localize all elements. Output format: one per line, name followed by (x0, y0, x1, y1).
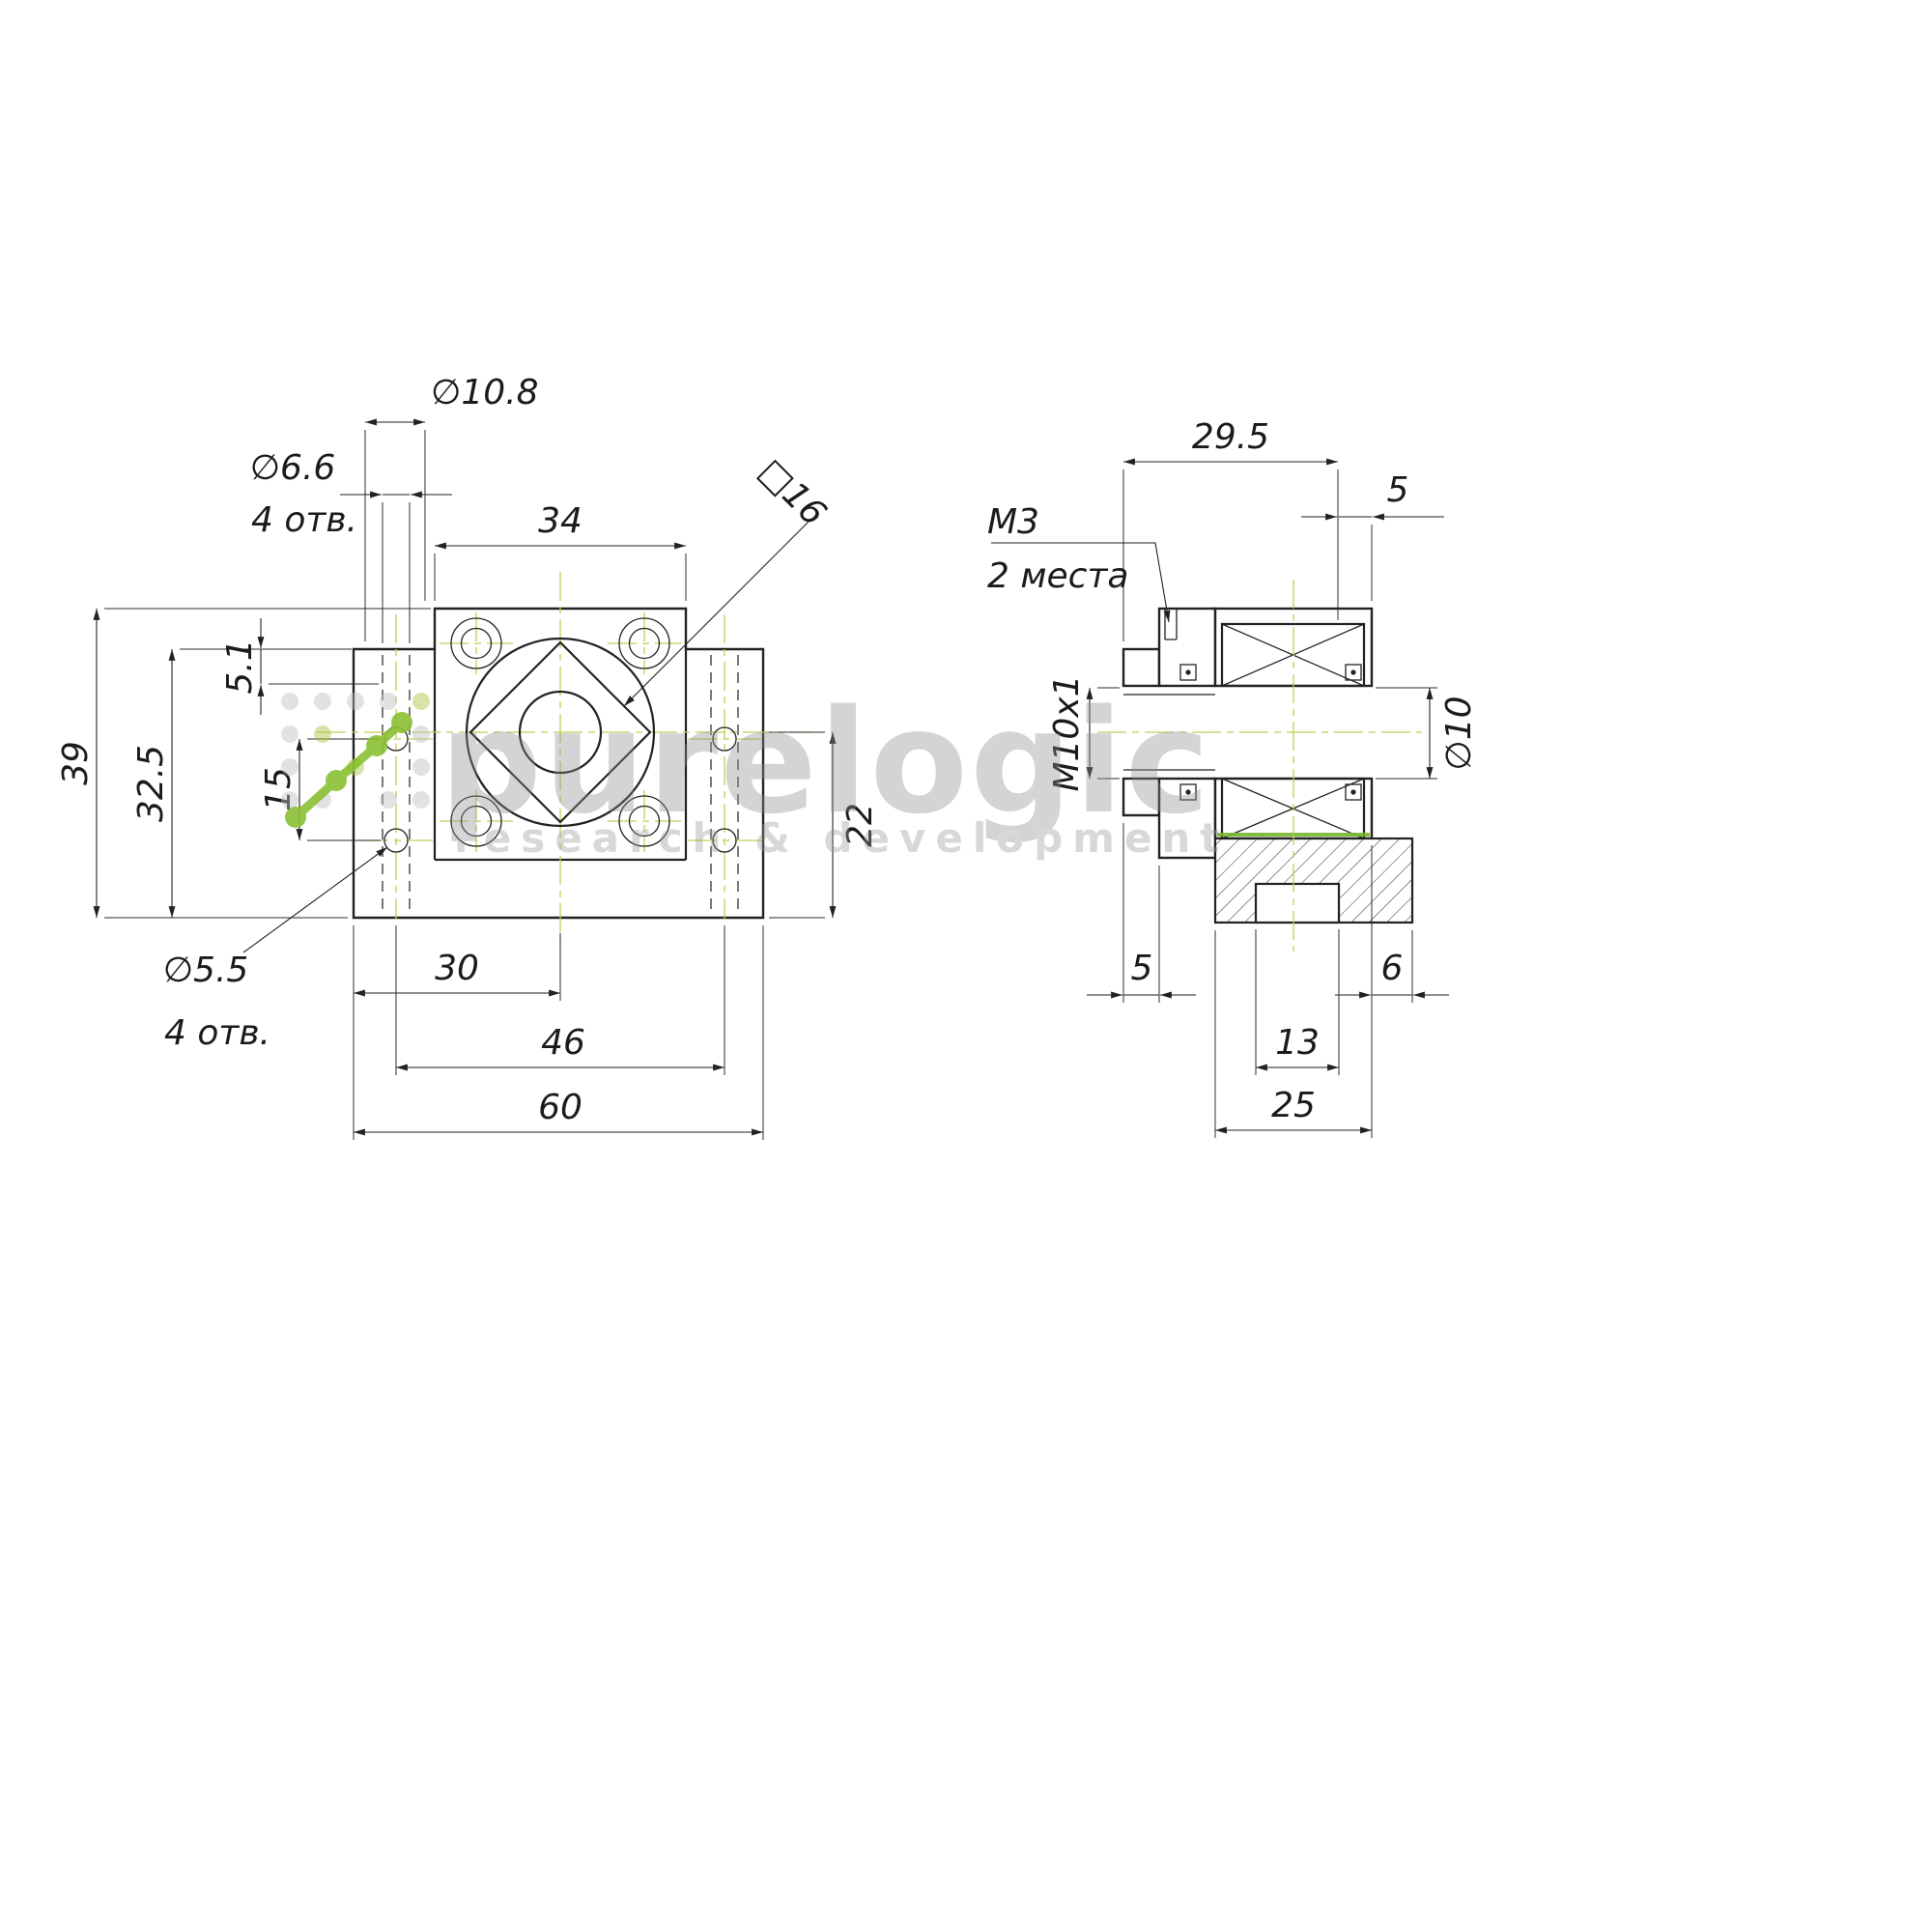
dim-label-m3-note: 2 места (987, 556, 1128, 596)
counterbore-circle (618, 795, 670, 847)
hole-circle (460, 805, 493, 838)
dim-label-32-5: 32.5 (131, 745, 171, 822)
dim-label-5-top: 5 (1387, 470, 1409, 510)
dim-label-60: 60 (538, 1088, 582, 1127)
side-view (1097, 580, 1422, 952)
ring-dot (1350, 669, 1356, 675)
front-view (317, 572, 813, 954)
hole-circle (628, 805, 661, 838)
dim-label-6-6: ∅6.6 (250, 448, 336, 488)
dim-label-13: 13 (1275, 1023, 1320, 1063)
dim-label-30: 30 (435, 949, 479, 988)
dim-label-6-6-note: 4 отв. (251, 500, 357, 540)
leader-m3 (991, 542, 1171, 623)
bearing-bore-circle (465, 637, 656, 828)
dim-label-29-5: 29.5 (1192, 417, 1269, 457)
counterbore-circle (450, 795, 502, 847)
hole-circle (628, 627, 661, 660)
hole-circle (384, 828, 409, 853)
dim-label-34: 34 (538, 501, 582, 541)
dim-label-m3: М3 (987, 502, 1039, 542)
base-slot (1254, 882, 1341, 924)
dim-label-5-5-note: 4 отв. (164, 1013, 270, 1053)
extension-lines (104, 430, 825, 1140)
shaft-hole-circle (518, 690, 603, 775)
dim-label-22: 22 (840, 803, 880, 847)
counterbore-circle (618, 617, 670, 669)
front-centerlines (317, 572, 813, 954)
front-hidden-lines (382, 655, 739, 914)
retaining-rings (1179, 664, 1362, 801)
ring-section (1179, 783, 1197, 801)
extension-lines (1097, 469, 1437, 1138)
side-centerlines (1097, 580, 1422, 952)
flange-corner-holes (450, 617, 670, 847)
dim-label-6: 6 (1381, 949, 1404, 988)
thread-lines (1123, 694, 1215, 771)
hole-circle (712, 828, 737, 853)
ring-section (1345, 783, 1362, 801)
leader-square-16 (623, 520, 810, 707)
dim-label-10-8: ∅10.8 (431, 373, 539, 412)
counterbore-circle (450, 617, 502, 669)
boss-section-top (1122, 647, 1161, 688)
dim-label-5-1: 5.1 (220, 639, 260, 694)
watermark-brand: purelogic (440, 679, 1211, 845)
watermark-green-chain (285, 712, 412, 828)
dim-label-39: 39 (56, 741, 96, 785)
dim-label-d10: ∅10 (1439, 696, 1479, 770)
hole-circle (460, 627, 493, 660)
hole-circle (712, 726, 737, 752)
dim-label-46: 46 (541, 1023, 585, 1063)
dim-label-m10: М10х1 (1047, 674, 1087, 791)
dim-label-25: 25 (1271, 1086, 1316, 1125)
ring-dot (1350, 789, 1356, 795)
ring-section (1179, 664, 1197, 681)
ring-section (1345, 664, 1362, 681)
boss-section-bottom (1122, 777, 1161, 817)
ring-dot (1185, 669, 1191, 675)
watermark: purelogic research & development (281, 679, 1229, 862)
side-dimensions: 29.5 М3 2 места 5 М10х1 ∅10 5 6 13 25 (987, 417, 1479, 1138)
ring-dot (1185, 789, 1191, 795)
dim-label-5-bottom: 5 (1131, 949, 1153, 988)
locknut-square (469, 640, 652, 824)
leader-5-5 (242, 846, 388, 953)
dim-label-15: 15 (259, 767, 298, 811)
watermark-tagline: research & development (454, 814, 1229, 862)
dim-label-5-5: ∅5.5 (163, 951, 249, 990)
watermark-text: purelogic research & development (440, 679, 1229, 862)
